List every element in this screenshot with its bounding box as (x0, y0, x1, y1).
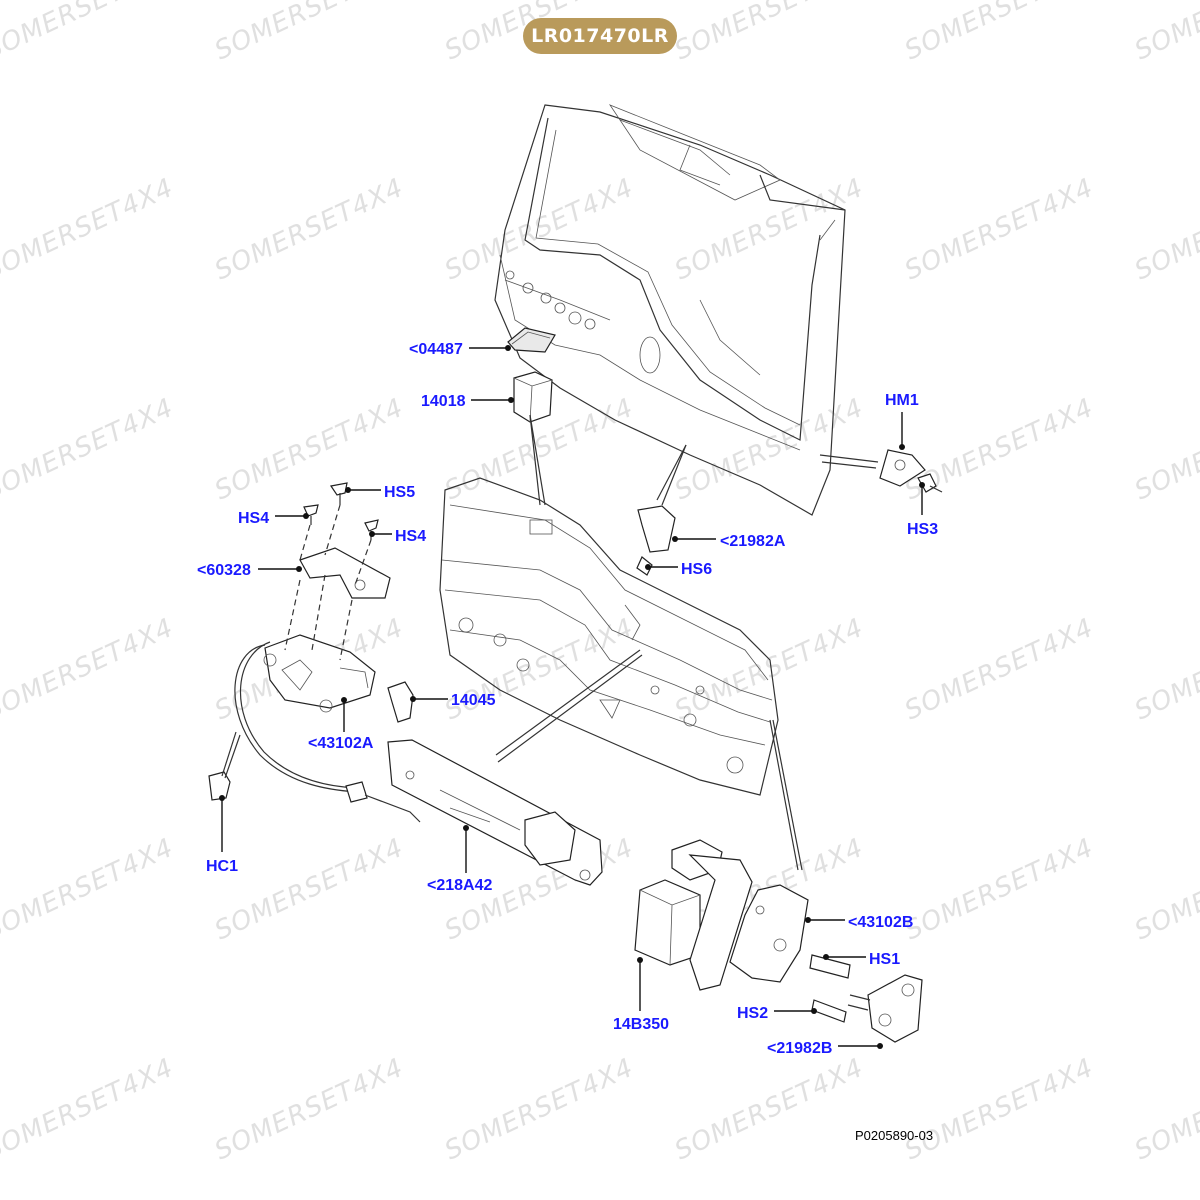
part-number-badge: LR017470LR (523, 18, 677, 54)
part-hs1-bolt (809, 954, 851, 979)
watermark-text: SOMERSET4X4 (440, 1053, 638, 1167)
callout-60328[interactable]: <60328 (197, 562, 302, 579)
part-60328-bracket (299, 547, 391, 599)
pointer-lines (221, 414, 879, 871)
callout-label[interactable]: <04487 (409, 341, 463, 358)
watermark-text: SOMERSET4X4 (0, 393, 178, 507)
part-hm1-hinge (879, 449, 926, 487)
part-14045-sensor (387, 681, 414, 723)
watermark-text: SOMERSET4X4 (210, 0, 408, 66)
watermark-text: SOMERSET4X4 (670, 173, 868, 287)
callout-hs2[interactable]: HS2 (737, 1005, 817, 1022)
part-21982b-striker (847, 974, 923, 1043)
part-14b350-motor (634, 839, 753, 991)
callout-label[interactable]: 14B350 (613, 1016, 669, 1033)
callout-label[interactable]: <60328 (197, 562, 251, 579)
part-14018-switch (513, 371, 553, 423)
watermark-text: SOMERSET4X4 (1130, 393, 1200, 507)
callout-hs1[interactable]: HS1 (823, 951, 900, 968)
watermark-text: SOMERSET4X4 (0, 0, 178, 66)
callout-label[interactable]: HM1 (885, 392, 919, 409)
callout-04487[interactable]: <04487 (409, 341, 511, 358)
watermark-text: SOMERSET4X4 (900, 613, 1098, 727)
watermark-text: SOMERSET4X4 (670, 613, 868, 727)
part-04487-cover (507, 327, 556, 353)
callout-label[interactable]: HS6 (681, 561, 712, 578)
callout-21982b[interactable]: <21982B (767, 1040, 883, 1057)
watermark-text: SOMERSET4X4 (1130, 1053, 1200, 1167)
part-hc1-clip (208, 771, 231, 801)
part-hs2-bolt (811, 999, 847, 1023)
part-21982a-striker (636, 505, 676, 576)
callout-hc1[interactable]: HC1 (206, 795, 238, 875)
watermark-text: SOMERSET4X4 (210, 173, 408, 287)
watermark-text: SOMERSET4X4 (210, 1053, 408, 1167)
callout-label[interactable]: 14018 (421, 393, 466, 410)
callout-hs5[interactable]: HS5 (345, 484, 415, 501)
watermark-text: SOMERSET4X4 (670, 1053, 868, 1167)
callout-label[interactable]: HS4 (395, 528, 426, 545)
watermark-text: SOMERSET4X4 (900, 1053, 1098, 1167)
part-43102a-latch (263, 634, 376, 713)
watermark-text: SOMERSET4X4 (440, 173, 638, 287)
callout-label[interactable]: 14045 (451, 692, 496, 709)
watermark-text: SOMERSET4X4 (900, 833, 1098, 947)
callout-hs6[interactable]: HS6 (645, 561, 712, 578)
watermark-text: SOMERSET4X4 (0, 613, 178, 727)
callout-218a42[interactable]: <218A42 (427, 825, 492, 894)
part-218a42-actuator (387, 739, 603, 886)
callout-label[interactable]: HS1 (869, 951, 900, 968)
callout-hs4-right[interactable]: HS4 (369, 528, 426, 545)
watermark-text: SOMERSET4X4 (0, 173, 178, 287)
part-43102b-latch (729, 884, 809, 983)
part-hs-screws (303, 482, 379, 540)
upper-tailgate-panel (494, 104, 846, 516)
callout-43102a[interactable]: <43102A (308, 697, 374, 752)
callout-14018[interactable]: 14018 (421, 393, 514, 410)
callout-label[interactable]: <21982B (767, 1040, 832, 1057)
callout-label[interactable]: HS5 (384, 484, 415, 501)
watermark-text: SOMERSET4X4 (210, 393, 408, 507)
watermark-text: SOMERSET4X4 (900, 0, 1098, 66)
callout-43102b[interactable]: <43102B (805, 914, 913, 931)
watermark-text: SOMERSET4X4 (1130, 0, 1200, 66)
callout-label[interactable]: HS4 (238, 510, 269, 527)
drawing-reference: P0205890-03 (855, 1128, 934, 1143)
watermark-text: SOMERSET4X4 (0, 833, 178, 947)
callout-label[interactable]: HS2 (737, 1005, 768, 1022)
callout-21982a[interactable]: <21982A (672, 533, 786, 550)
lower-tailgate-panel (439, 477, 779, 796)
watermark-text: SOMERSET4X4 (670, 0, 868, 66)
callout-hm1[interactable]: HM1 (885, 392, 919, 450)
watermark-text: SOMERSET4X4 (900, 173, 1098, 287)
watermark-text: SOMERSET4X4 (0, 1053, 178, 1167)
callout-hs3[interactable]: HS3 (907, 482, 938, 538)
watermark-text: SOMERSET4X4 (1130, 613, 1200, 727)
callout-label[interactable]: HS3 (907, 521, 938, 538)
callout-label[interactable]: <43102A (308, 735, 374, 752)
watermark-text: SOMERSET4X4 (1130, 173, 1200, 287)
watermark-text: SOMERSET4X4 (210, 833, 408, 947)
callout-14045[interactable]: 14045 (410, 692, 496, 709)
watermark-text: SOMERSET4X4 (1130, 833, 1200, 947)
callout-14b350[interactable]: 14B350 (613, 957, 669, 1033)
callout-label[interactable]: <43102B (848, 914, 913, 931)
callout-label[interactable]: <21982A (720, 533, 786, 550)
part-cable (234, 641, 421, 823)
callout-label[interactable]: <218A42 (427, 877, 492, 894)
callout-label[interactable]: HC1 (206, 858, 238, 875)
callout-hs4-left[interactable]: HS4 (238, 510, 309, 527)
